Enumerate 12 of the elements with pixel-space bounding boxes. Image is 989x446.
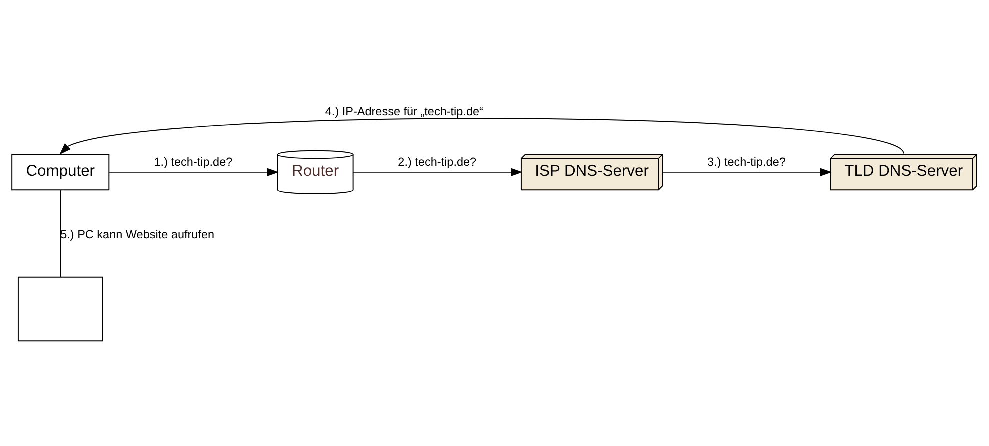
node-box	[18, 276, 104, 342]
edge-label: 4.) IP-Adresse für „tech-tip.de“	[325, 104, 484, 118]
arrow	[108, 168, 280, 176]
arrow	[60, 118, 904, 154]
edge-label: 2.) tech-tip.de?	[398, 156, 477, 169]
arrow	[352, 168, 523, 176]
arrow	[662, 168, 832, 176]
edge-label: 3.) tech-tip.de?	[708, 156, 786, 169]
edge-label: 1.) tech-tip.de?	[154, 156, 233, 169]
connector	[60, 189, 62, 278]
edge-label: 5.) PC kann Website aufrufen	[60, 228, 215, 242]
node-box: Computer	[12, 154, 110, 190]
